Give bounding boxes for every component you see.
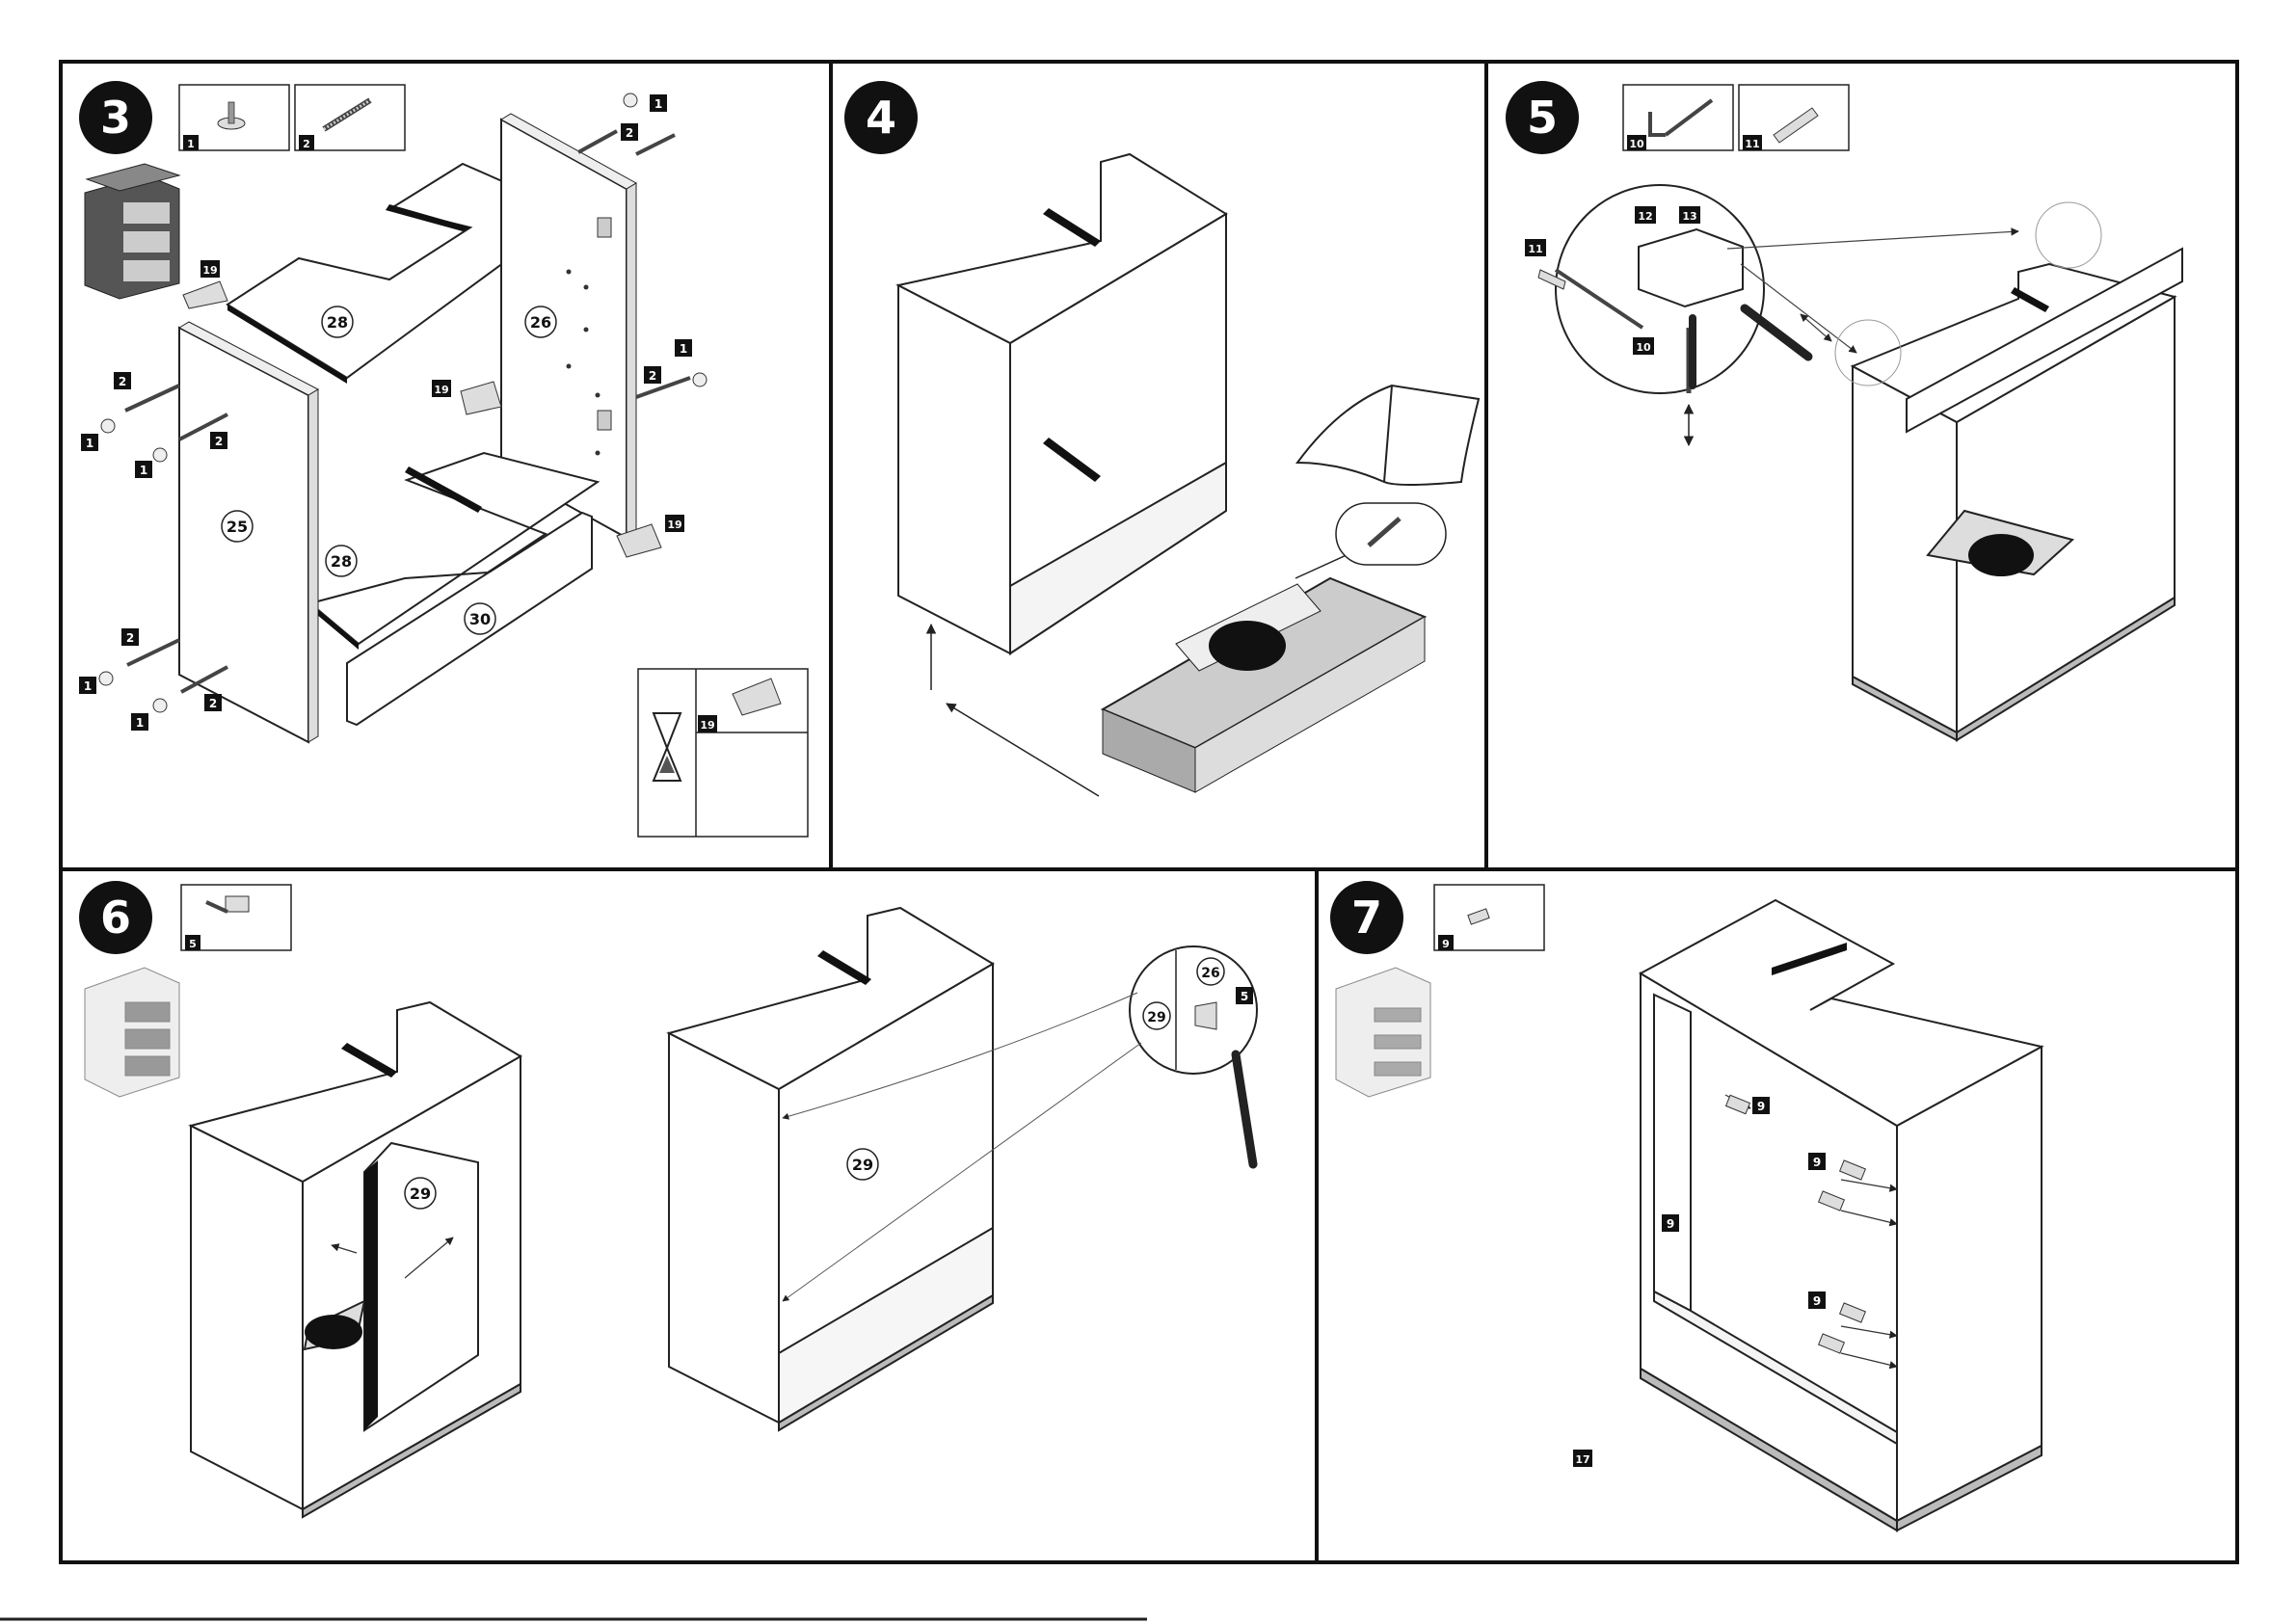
part-tag: 2	[126, 631, 134, 645]
cabinet-thumbnail	[1336, 968, 1430, 1097]
part-tag: 9	[1757, 1100, 1765, 1113]
part-box-leveling-foot: 1	[179, 85, 289, 150]
part-tag: 11	[1745, 138, 1759, 150]
part-tag: 9	[1813, 1156, 1821, 1169]
part-tag: 10	[1636, 341, 1651, 354]
step-number: 7	[1351, 892, 1382, 944]
part-tag: 2	[215, 435, 223, 448]
door-label: 29	[410, 1185, 431, 1203]
leveling-foot-icon	[99, 419, 167, 712]
wall-mount-detail: 12 13 11 10	[1525, 185, 1764, 445]
wall-plug-icon	[1774, 108, 1818, 143]
part-tag: 12	[1638, 210, 1652, 223]
part-tag: 2	[649, 369, 656, 383]
part-tag: 1	[680, 342, 687, 356]
step-number-badge: 6	[79, 881, 152, 954]
part-tag: 19	[667, 519, 681, 531]
part-tag: 19	[434, 384, 448, 396]
cabinet-thumbnail	[85, 164, 179, 299]
part-tag: 9	[1667, 1217, 1674, 1231]
step-number-badge: 5	[1506, 81, 1579, 154]
part-tag: 5	[189, 938, 197, 950]
glue-bottle-icon	[183, 281, 227, 308]
part-tag: 19	[202, 264, 217, 277]
part-tag: 2	[626, 126, 633, 140]
part-tag: 13	[1682, 210, 1696, 223]
part-tag: 2	[119, 375, 126, 388]
cabinet-back-view	[1641, 900, 2042, 1531]
part-tag: 9	[1442, 938, 1450, 950]
step-6-panel: 6 5 29	[79, 881, 1257, 1517]
part-tag: 19	[700, 719, 714, 732]
part-tag: 2	[209, 697, 217, 710]
part-box-hinge-screw: 5	[181, 885, 291, 950]
detail-label: 29	[1147, 1010, 1165, 1025]
panel-label: 30	[469, 610, 491, 628]
door-label: 29	[852, 1156, 873, 1174]
panel-label: 25	[227, 518, 248, 536]
step-number-badge: 7	[1330, 881, 1403, 954]
hinge-screw-icon	[206, 896, 249, 912]
cabinet-carcass	[898, 154, 1226, 653]
cabinet-thumbnail	[85, 968, 179, 1097]
part-tag: 1	[187, 138, 195, 150]
cam-bolt-icon	[324, 100, 370, 129]
part-box-hook-screw: 10	[1623, 85, 1733, 150]
part-tag: 1	[86, 437, 93, 450]
part-tag: 10	[1629, 138, 1644, 150]
part-tag: 9	[1813, 1294, 1821, 1308]
wall-mounted-cabinet	[1835, 202, 2182, 740]
leveling-foot-icon	[218, 102, 245, 129]
cooktop-cutout-board	[1103, 578, 1425, 792]
step-number: 4	[866, 92, 896, 144]
part-tag: 5	[1241, 990, 1248, 1003]
wooden-dowel-icon	[1468, 909, 1489, 924]
part-tag: 2	[303, 138, 310, 150]
step-number-badge: 4	[844, 81, 918, 154]
step-number-badge: 3	[79, 81, 152, 154]
panel-label: 28	[327, 313, 348, 332]
step-7-panel: 7 9	[1330, 881, 2042, 1531]
instruction-manual-icon	[1297, 386, 1479, 485]
part-box-dowel: 9	[1434, 885, 1544, 950]
glue-bottle-icon	[461, 382, 501, 414]
screwdriver-icon	[1236, 1054, 1253, 1164]
part-tag: 1	[84, 679, 92, 693]
step-3-panel: 3 1 2	[79, 81, 808, 837]
part-tag: 11	[1528, 243, 1542, 255]
step-number: 6	[100, 892, 131, 944]
part-tag: 1	[136, 716, 144, 730]
cabinet-door-fitting	[669, 908, 993, 1430]
screw-detail-bubble	[1336, 503, 1446, 565]
panel-label: 28	[331, 552, 352, 571]
part-tag: 17	[1575, 1453, 1589, 1466]
part-tag: 1	[140, 464, 147, 477]
part-tag: 1	[654, 97, 662, 111]
glue-wait-box: 19	[638, 669, 808, 837]
hook-screw-icon	[1650, 100, 1712, 135]
step-number: 5	[1527, 92, 1558, 144]
step-4-panel: 4	[844, 81, 1479, 796]
step-5-panel: 5 10 11 12	[1506, 81, 2182, 740]
cabinet-with-open-door	[191, 1002, 521, 1517]
part-box-wall-plug: 11	[1739, 85, 1849, 150]
panel-label: 26	[530, 313, 551, 332]
part-box-cam-bolt: 2	[295, 85, 405, 150]
step-number: 3	[100, 92, 131, 144]
left-side-panel: 25	[179, 322, 318, 742]
detail-label: 26	[1201, 966, 1219, 981]
